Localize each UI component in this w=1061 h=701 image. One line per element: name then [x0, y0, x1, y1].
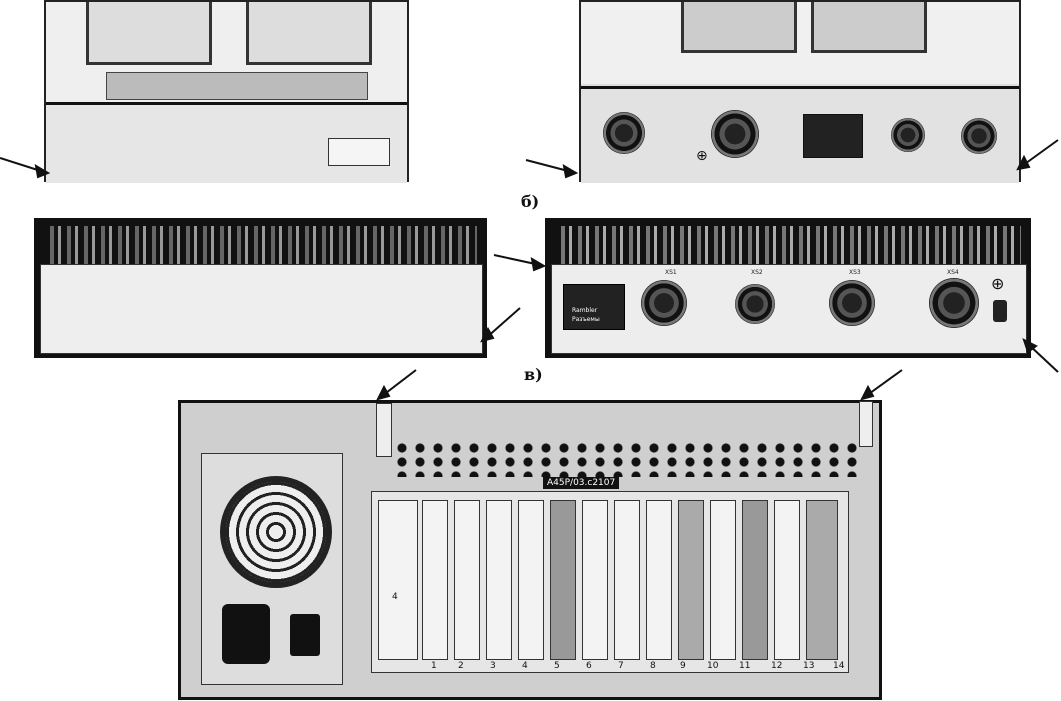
- arrow-icon: [860, 369, 903, 401]
- caption-b: б): [521, 192, 540, 211]
- connector-label: XS3: [849, 269, 861, 276]
- slot-number: 11: [739, 661, 751, 671]
- slot-number: 2: [458, 661, 464, 671]
- device-nameplate: [328, 138, 390, 166]
- slot-number: 8: [650, 661, 656, 671]
- pc-rear-panel: 4 A45P/03.c2107 1 2 3 4 5 6 7 8 9 10 11 …: [178, 400, 882, 700]
- panel-middle-left: [34, 218, 487, 358]
- device-front-panel: [581, 86, 1019, 183]
- plate-line-1: Rambler: [572, 307, 598, 314]
- expansion-slot: [454, 500, 480, 660]
- expansion-slot: [678, 500, 704, 660]
- power-switch-icon: [290, 614, 320, 656]
- connector: [641, 280, 687, 326]
- expansion-slot: [518, 500, 544, 660]
- expansion-slot: [710, 500, 736, 660]
- arrow-icon: [376, 369, 417, 401]
- device-bracket-left: [681, 2, 797, 53]
- power-inlet-icon: [222, 604, 270, 664]
- connector: [961, 118, 997, 154]
- arrow-icon: [493, 254, 547, 272]
- expansion-slot: [614, 500, 640, 660]
- ground-post: [993, 300, 1007, 322]
- caption-v: в): [524, 365, 543, 384]
- expansion-slot: [582, 500, 608, 660]
- expansion-slot: [378, 500, 418, 660]
- slot-number: 4: [522, 661, 528, 671]
- connector-label: XS4: [947, 269, 959, 276]
- slot-number: 9: [680, 661, 686, 671]
- device-front-panel: [46, 102, 407, 183]
- ground-symbol-icon: ⊕: [991, 274, 1005, 293]
- panel-header-strip: [555, 226, 1021, 264]
- connector-label: XS2: [751, 269, 763, 276]
- panel-face: [40, 264, 483, 354]
- slot-number: 14: [833, 661, 845, 671]
- panel-plate: Rambler Разъемы: [563, 284, 625, 330]
- slot-number: 13: [803, 661, 815, 671]
- connector: [929, 278, 979, 328]
- expansion-slot: [486, 500, 512, 660]
- connector: [711, 110, 759, 158]
- expansion-area: 4: [371, 491, 849, 673]
- panel-header-strip: [44, 226, 477, 264]
- vent-grid: [393, 441, 861, 477]
- fan-grille-icon: [220, 476, 332, 588]
- marker-tag: [859, 401, 873, 447]
- slot-number: 10: [707, 661, 719, 671]
- arrow-icon: [525, 159, 579, 179]
- device-bracket-left: [86, 2, 212, 65]
- device-top-strip: [106, 72, 368, 100]
- device-top-right: ⊕: [579, 0, 1021, 183]
- arrow-icon: [480, 307, 521, 343]
- card-label: A45P/03.c2107: [543, 477, 620, 489]
- arrow-icon: [0, 157, 51, 179]
- expansion-slot: [422, 500, 448, 660]
- plate-line-2: Разъемы: [572, 316, 600, 323]
- expansion-slot: [774, 500, 800, 660]
- connector: [603, 112, 645, 154]
- marker-tag: [376, 403, 392, 457]
- slot-number: 12: [771, 661, 783, 671]
- slot-number: 3: [490, 661, 496, 671]
- slot-number: 6: [586, 661, 592, 671]
- connector-label: XS1: [665, 269, 677, 276]
- panel-middle-right: Rambler Разъемы XS1 XS2 XS3 XS4 ⊕: [545, 218, 1031, 358]
- expansion-slot: [742, 500, 768, 660]
- device-top-right-upper: [581, 2, 1019, 84]
- slot-number: 1: [431, 661, 437, 671]
- psu-number: 4: [392, 592, 398, 602]
- arrow-icon: [1022, 338, 1059, 373]
- device-nameplate: [803, 114, 863, 158]
- connector: [735, 284, 775, 324]
- arrow-icon: [1016, 139, 1059, 171]
- power-supply: [201, 453, 343, 685]
- ground-symbol-icon: ⊕: [696, 148, 708, 164]
- slot-number: 7: [618, 661, 624, 671]
- expansion-slot: [550, 500, 576, 660]
- device-bracket-right: [246, 2, 372, 65]
- device-top-left: [44, 0, 409, 183]
- device-bracket-right: [811, 2, 927, 53]
- connector: [829, 280, 875, 326]
- slot-number: 5: [554, 661, 560, 671]
- expansion-slot: [646, 500, 672, 660]
- connector: [891, 118, 925, 152]
- expansion-slot: [806, 500, 838, 660]
